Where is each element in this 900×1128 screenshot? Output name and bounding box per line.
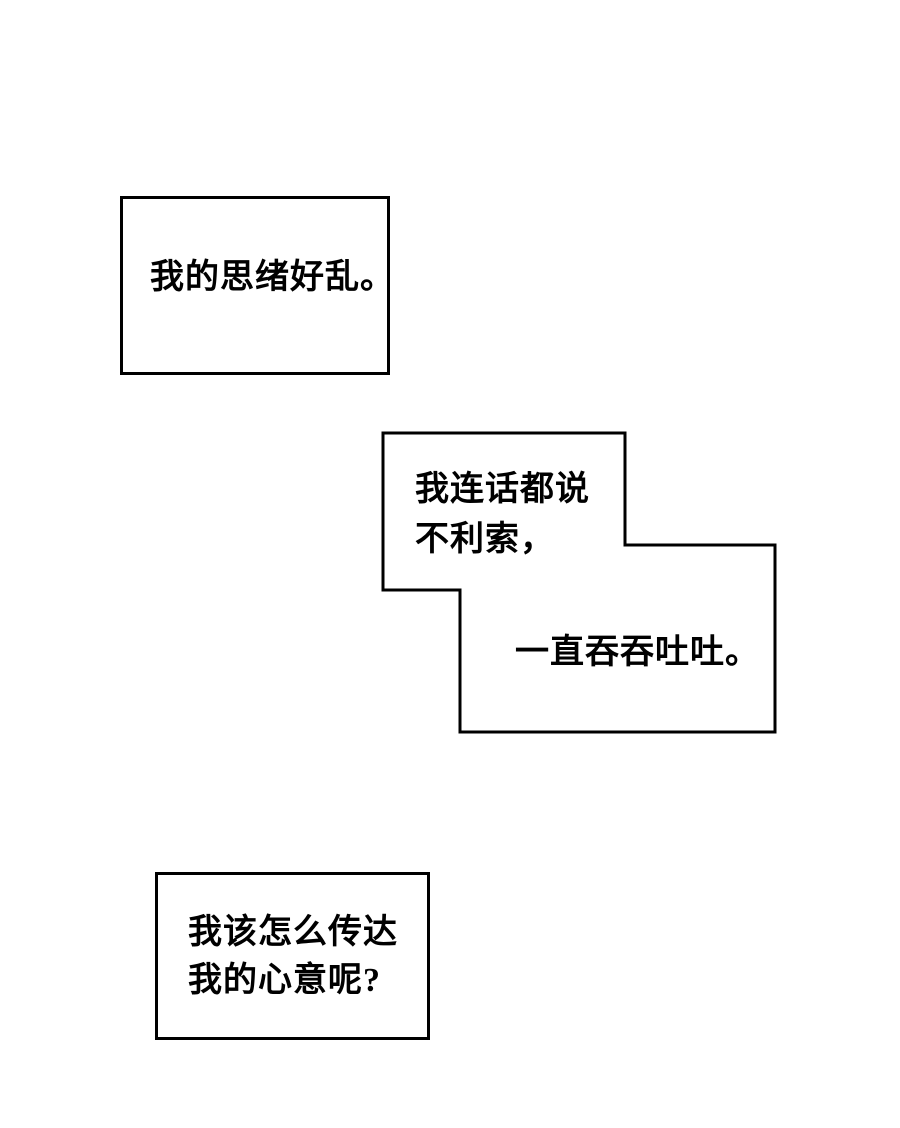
thought-box-2-stepped-outline <box>381 431 777 734</box>
thought-box-2-upper-line-1: 我连话都说 <box>415 471 590 508</box>
thought-box-2-lower-text: 一直吞吞吐吐。 <box>515 634 760 671</box>
thought-box-2-upper-line-2: 不利索， <box>415 521 555 558</box>
thought-box-3-line-2: 我的心意呢? <box>188 962 381 999</box>
thought-box-1 <box>120 196 390 375</box>
thought-box-1-text: 我的思绪好乱。 <box>150 259 395 296</box>
thought-box-3 <box>155 872 430 1040</box>
thought-box-3-line-1: 我该怎么传达 <box>188 914 398 951</box>
